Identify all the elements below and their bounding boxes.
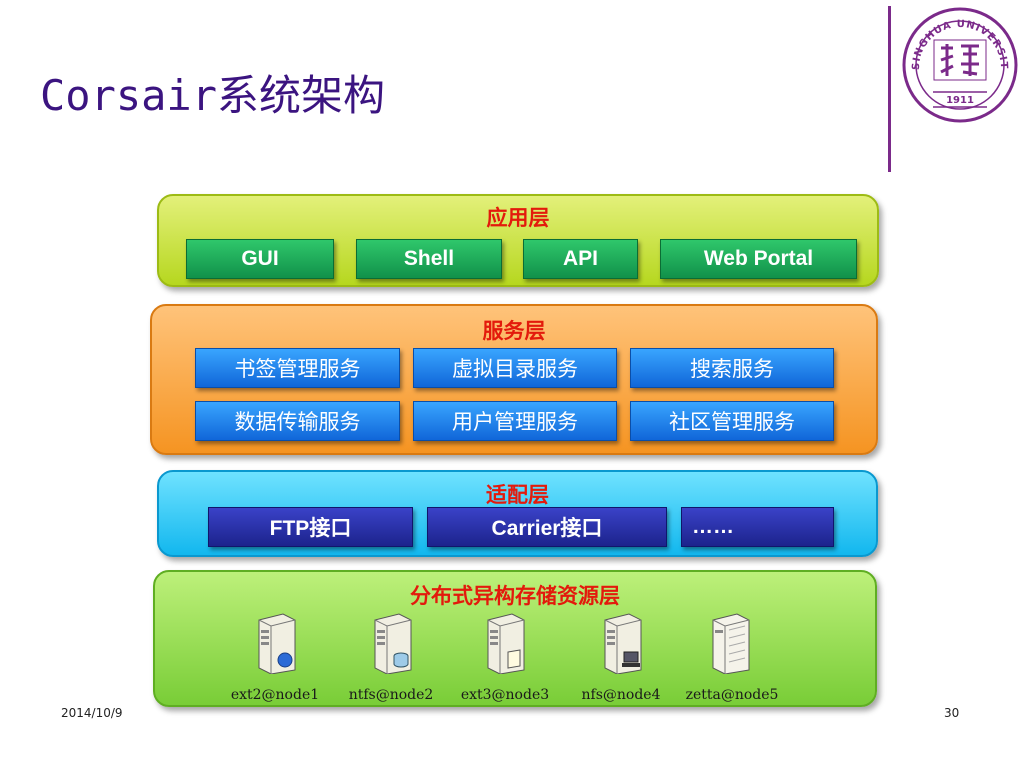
slide-title: Corsair系统架构 bbox=[40, 71, 386, 120]
server-node5-icon bbox=[712, 613, 750, 674]
data-transfer-service-box: 数据传输服务 bbox=[195, 401, 400, 441]
node2-label: ntfs@node2 bbox=[348, 687, 434, 703]
application-layer-title: 应用层 bbox=[486, 206, 550, 230]
server-node1-icon bbox=[258, 613, 296, 674]
api-box: API bbox=[523, 239, 638, 279]
server-node4-icon bbox=[604, 613, 642, 674]
storage-layer-title: 分布式异构存储资源层 bbox=[410, 584, 620, 608]
shell-box: Shell bbox=[356, 239, 502, 279]
search-service-box: 搜索服务 bbox=[630, 348, 834, 388]
carrier-interface-box: Carrier接口 bbox=[427, 507, 667, 547]
bookmark-service-box: 书签管理服务 bbox=[195, 348, 400, 388]
web-portal-box: Web Portal bbox=[660, 239, 857, 279]
application-layer: 应用层 GUI Shell API Web Portal bbox=[157, 194, 879, 287]
header-divider bbox=[888, 6, 891, 172]
logo-year: 1911 bbox=[946, 95, 974, 106]
server-node2-icon bbox=[374, 613, 412, 674]
virtual-directory-service-box: 虚拟目录服务 bbox=[413, 348, 617, 388]
community-management-service-box: 社区管理服务 bbox=[630, 401, 834, 441]
ftp-interface-box: FTP接口 bbox=[208, 507, 413, 547]
node5-label: zetta@node5 bbox=[685, 687, 779, 703]
gui-box: GUI bbox=[186, 239, 334, 279]
service-layer: 服务层 书签管理服务 虚拟目录服务 搜索服务 数据传输服务 用户管理服务 社区管… bbox=[150, 304, 878, 455]
node3-label: ext3@node3 bbox=[460, 687, 550, 703]
service-layer-title: 服务层 bbox=[482, 319, 546, 343]
footer-date: 2014/10/9 bbox=[61, 706, 123, 720]
tsinghua-logo-icon: TSINGHUA UNIVERSITY 1911 bbox=[901, 6, 1018, 123]
server-node3-icon bbox=[487, 613, 525, 674]
adapter-layer-title: 适配层 bbox=[486, 483, 549, 507]
node1-label: ext2@node1 bbox=[230, 687, 320, 703]
storage-layer: 分布式异构存储资源层 bbox=[153, 570, 877, 707]
user-management-service-box: 用户管理服务 bbox=[413, 401, 617, 441]
node4-label: nfs@node4 bbox=[581, 687, 661, 703]
more-interfaces-box: …… bbox=[681, 507, 834, 547]
adapter-layer: 适配层 FTP接口 Carrier接口 …… bbox=[157, 470, 878, 557]
page-number: 30 bbox=[944, 706, 960, 720]
